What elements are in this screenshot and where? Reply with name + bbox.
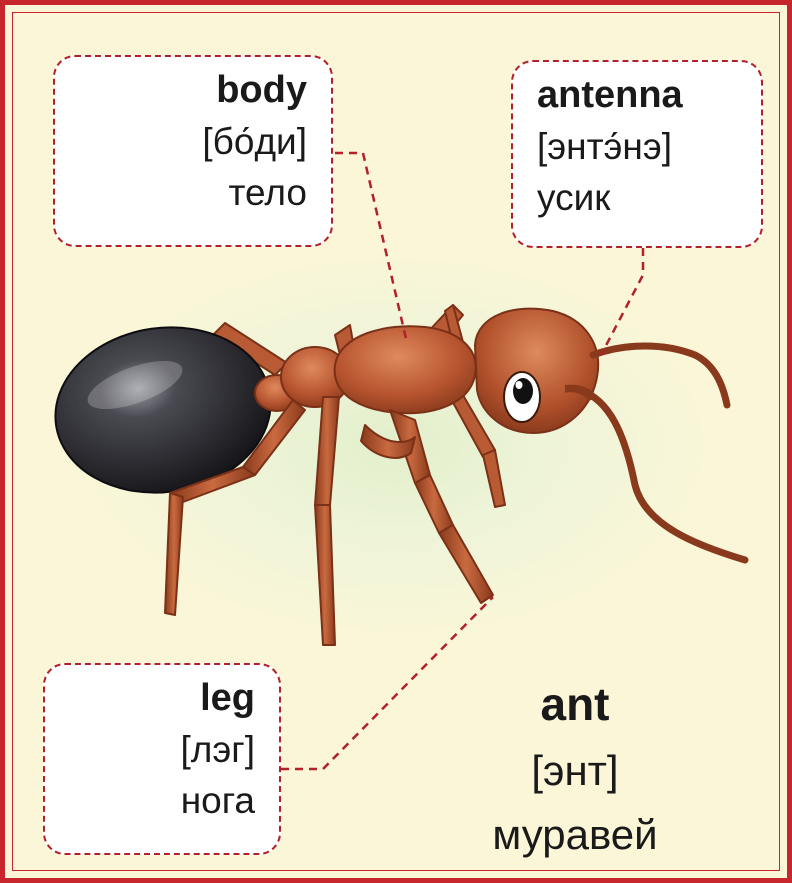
label-leg: leg [лэг] нога (43, 663, 281, 855)
label-leg-english: leg (69, 679, 255, 717)
label-leg-russian: нога (69, 782, 255, 819)
main-word-english: ant (455, 677, 695, 731)
ant-head (475, 309, 598, 433)
label-antenna-english: antenna (537, 76, 737, 114)
label-body-russian: тело (79, 174, 307, 211)
label-antenna-russian: усик (537, 179, 737, 216)
label-body-english: body (79, 71, 307, 109)
label-body: body [бо́ди] тело (53, 55, 333, 247)
leader-line-body (335, 153, 407, 343)
main-word-russian: муравей (455, 811, 695, 859)
label-body-transcription: [бо́ди] (79, 123, 307, 160)
label-leg-transcription: [лэг] (69, 731, 255, 768)
label-antenna: antenna [энтэ́нэ] усик (511, 60, 763, 248)
ant-antenna (593, 346, 727, 405)
main-word-transcription: [энт] (455, 747, 695, 795)
leader-line-antenna (601, 248, 643, 355)
main-word: ant [энт] муравей (455, 677, 695, 859)
ant-thorax (335, 326, 476, 413)
label-antenna-transcription: [энтэ́нэ] (537, 128, 737, 165)
